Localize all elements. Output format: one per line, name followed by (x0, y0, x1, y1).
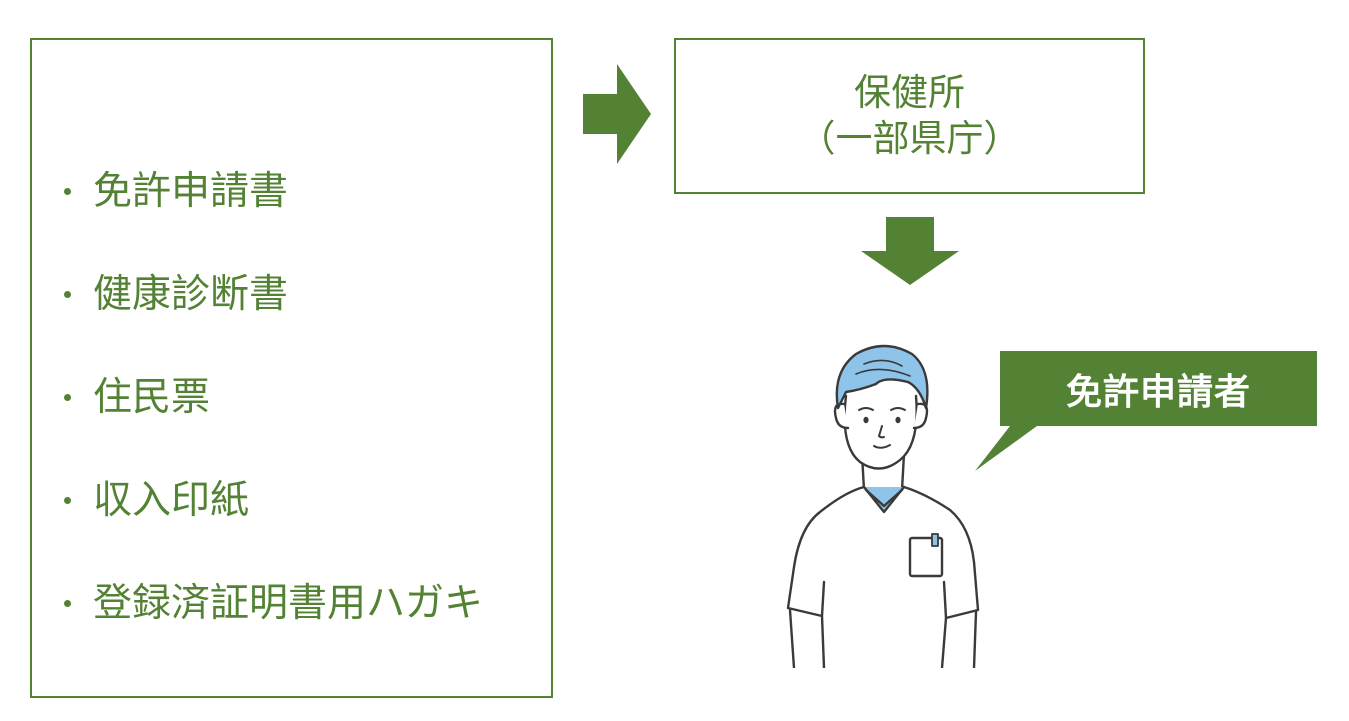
list-item: 免許申請書 (58, 140, 483, 243)
health-office-box: 保健所 （一部県庁） (674, 38, 1145, 194)
applicant-illustration (786, 344, 980, 668)
bullet-icon (64, 497, 71, 504)
document-label: 免許申請書 (93, 169, 289, 214)
office-subtitle: （一部県庁） (798, 117, 1021, 160)
speech-bubble (975, 351, 1317, 471)
document-label: 収入印紙 (93, 478, 250, 523)
applicant-label: 免許申請者 (1065, 371, 1251, 413)
bullet-icon (64, 394, 71, 401)
documents-list: 免許申請書 健康診断書 住民票 収入印紙 登録済証明書用ハガキ (58, 140, 483, 681)
office-title: 保健所 (854, 70, 965, 114)
documents-box: 免許申請書 健康診断書 住民票 収入印紙 登録済証明書用ハガキ (30, 38, 553, 698)
list-item: 住民票 (58, 346, 483, 449)
bullet-icon (64, 600, 71, 607)
document-label: 住民票 (93, 375, 211, 420)
list-item: 健康診断書 (58, 243, 483, 346)
list-item: 収入印紙 (58, 449, 483, 552)
bullet-icon (64, 291, 71, 298)
list-item: 登録済証明書用ハガキ (58, 552, 483, 655)
bullet-icon (64, 188, 71, 195)
document-label: 登録済証明書用ハガキ (93, 581, 484, 626)
arrow-down-icon (861, 217, 959, 285)
document-label: 健康診断書 (93, 272, 289, 317)
arrow-right-icon (583, 64, 651, 164)
